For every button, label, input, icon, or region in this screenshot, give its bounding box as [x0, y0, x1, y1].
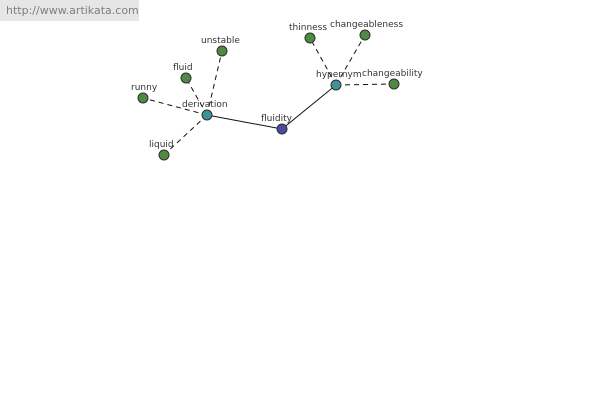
term-node-changeability[interactable]: [388, 78, 400, 90]
term-node-runny[interactable]: [137, 92, 149, 104]
term-node-liquid[interactable]: [158, 149, 170, 161]
edge-hypernym: [281, 84, 337, 130]
relation-node-derivation[interactable]: [201, 109, 213, 121]
edge-derivation-liquid: [163, 114, 208, 156]
term-label-changeability[interactable]: changeability: [362, 69, 423, 79]
term-label-unstable[interactable]: unstable: [201, 36, 240, 46]
relation-node-hypernym[interactable]: [330, 79, 342, 91]
term-node-unstable[interactable]: [216, 45, 228, 57]
term-node-changeableness[interactable]: [359, 29, 371, 41]
term-label-liquid[interactable]: liquid: [149, 140, 174, 150]
graph-labels: fluidity derivation unstable fluid runny liqu…: [131, 20, 423, 150]
center-node-fluidity[interactable]: [276, 123, 288, 135]
source-url[interactable]: http://www.artikata.com: [0, 0, 139, 21]
term-label-thinness[interactable]: thinness: [289, 23, 327, 33]
edge-derivation: [206, 114, 283, 130]
graph-nodes: [137, 29, 400, 161]
relation-label-hypernym[interactable]: hypernym: [316, 70, 362, 80]
relation-label-derivation[interactable]: derivation: [182, 100, 228, 110]
edge-derivation-fluid: [185, 77, 208, 116]
term-label-fluid[interactable]: fluid: [173, 63, 193, 73]
term-label-changeableness[interactable]: changeableness: [330, 20, 403, 30]
graph-edges: [142, 34, 395, 156]
edge-hypernym-changeableness: [335, 34, 366, 86]
term-node-thinness[interactable]: [304, 32, 316, 44]
center-label-fluidity[interactable]: fluidity: [261, 114, 293, 124]
edge-derivation-runny: [142, 97, 208, 116]
term-node-fluid[interactable]: [180, 72, 192, 84]
edge-hypernym-changeability: [335, 83, 395, 86]
edge-derivation-unstable: [206, 50, 223, 116]
term-label-runny[interactable]: runny: [131, 83, 158, 93]
